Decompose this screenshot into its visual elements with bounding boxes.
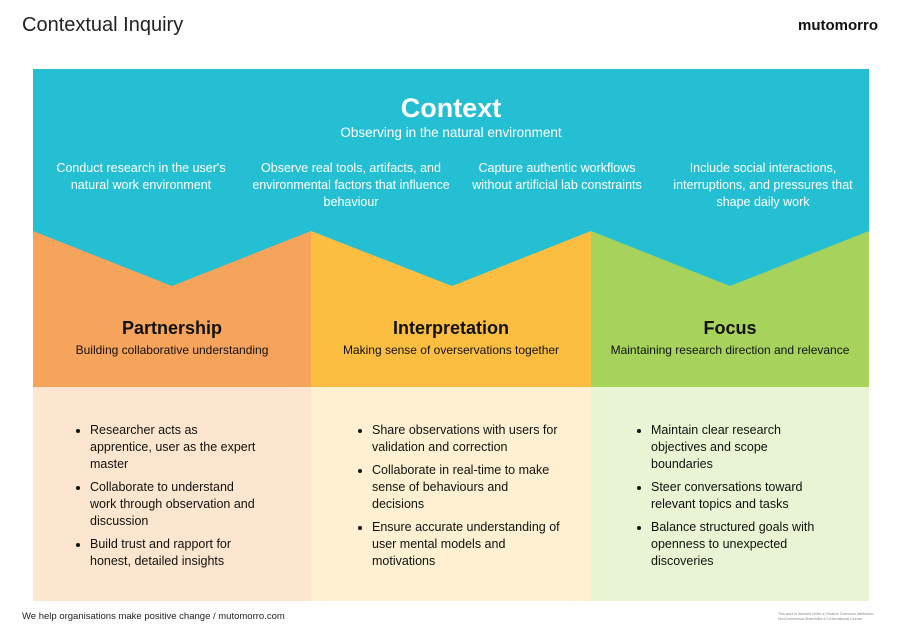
focus-bullets: Maintain clear research objectives and s… — [633, 422, 827, 576]
context-item: Conduct research in the user's natural w… — [56, 161, 226, 192]
context-banner — [33, 69, 869, 286]
focus-heading: Focus Maintaining research direction and… — [591, 318, 869, 357]
interpretation-light-panel — [311, 387, 591, 601]
focus-light-panel — [591, 387, 869, 601]
context-item: Include social interactions, interruptio… — [673, 161, 853, 209]
interpretation-heading: Interpretation Making sense of overserva… — [311, 318, 591, 357]
pillar-title: Focus — [703, 318, 757, 338]
list-item: Share observations with users for valida… — [372, 422, 562, 456]
partnership-bullets: Researcher acts as apprentice, user as t… — [72, 422, 262, 576]
page-title: Contextual Inquiry — [22, 14, 184, 36]
context-item: Capture authentic workflows without arti… — [472, 161, 642, 192]
interpretation-bullets: Share observations with users for valida… — [354, 422, 562, 576]
list-item: Researcher acts as apprentice, user as t… — [90, 422, 262, 473]
list-item: Collaborate in real-time to make sense o… — [372, 462, 562, 513]
list-item: Ensure accurate understanding of user me… — [372, 519, 562, 570]
partnership-heading: Partnership Building collaborative under… — [33, 318, 311, 357]
pillar-subtitle: Maintaining research direction and relev… — [610, 343, 850, 357]
license-note: This work is licensed under a Creative C… — [778, 612, 875, 621]
context-title: Context — [400, 93, 502, 123]
pillar-title: Interpretation — [392, 318, 509, 338]
partnership-light-panel — [33, 387, 311, 601]
list-item: Maintain clear research objectives and s… — [651, 422, 827, 473]
context-item: Observe real tools, artifacts, and envir… — [252, 161, 450, 209]
context-subtitle: Observing in the natural environment — [340, 125, 562, 140]
brand-logo[interactable]: mutomorro — [798, 17, 878, 34]
diagram-background — [33, 69, 869, 601]
pillar-subtitle: Building collaborative understanding — [75, 343, 269, 357]
list-item: Collaborate to understand work through o… — [90, 479, 262, 530]
contextual-inquiry-diagram: Context Observing in the natural environ… — [33, 69, 869, 601]
list-item: Build trust and rapport for honest, deta… — [90, 536, 262, 570]
pillar-title: Partnership — [121, 318, 223, 338]
footer-tagline[interactable]: We help organisations make positive chan… — [22, 611, 285, 622]
pillar-subtitle: Making sense of overservations together — [342, 343, 560, 357]
list-item: Balance structured goals with openness t… — [651, 519, 827, 570]
list-item: Steer conversations toward relevant topi… — [651, 479, 827, 513]
